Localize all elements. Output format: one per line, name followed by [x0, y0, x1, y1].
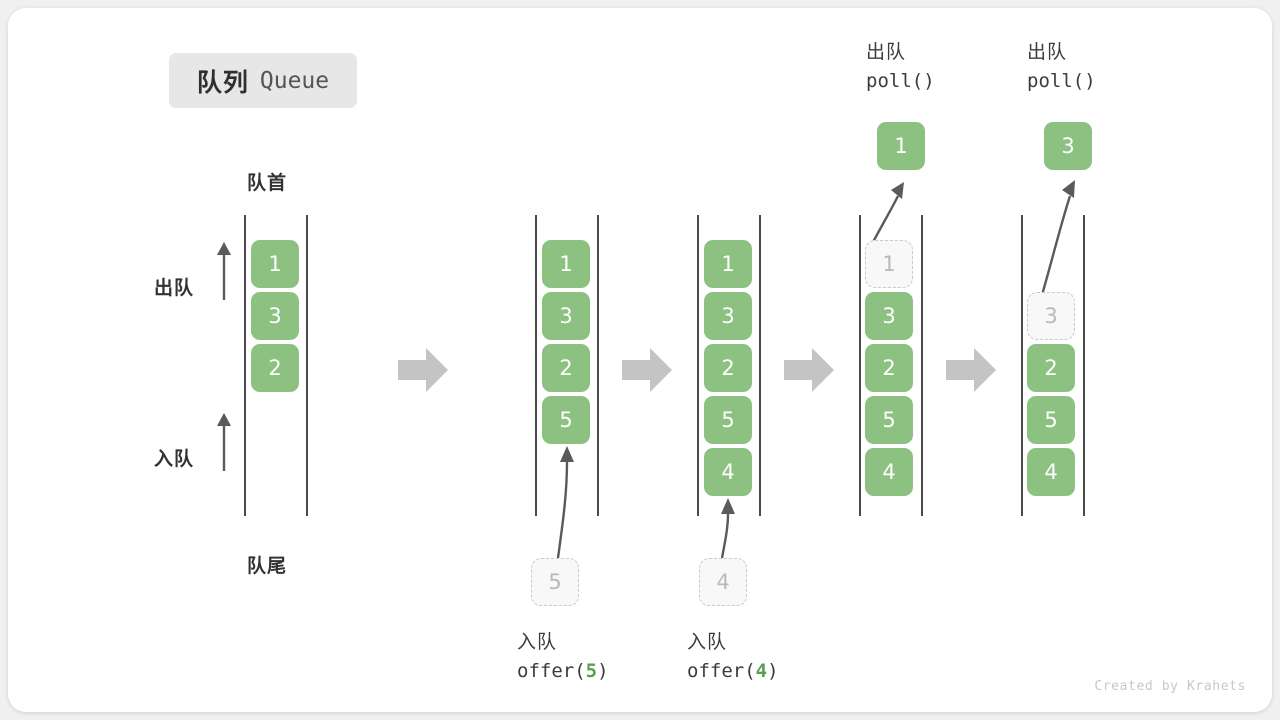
queue-cell: 1: [704, 240, 752, 288]
queue-cell: 5: [865, 396, 913, 444]
diagram-card: 队列 Queue 队首 队尾 出队 入队 1 3 2 1 3 2 5 5: [8, 8, 1272, 712]
queue-cell: 2: [542, 344, 590, 392]
queue-cell: 1: [865, 240, 913, 288]
poll2-caption-cn: 出队: [1027, 42, 1068, 63]
watermark-credit: Created by Krahets: [1094, 679, 1246, 694]
queue-cell: 2: [704, 344, 752, 392]
enqueue-curve-arrow-icon: [543, 440, 593, 560]
title-chinese: 队列: [196, 68, 249, 97]
offer4-caption-cn: 入队: [687, 632, 728, 653]
polled-cell: 3: [1044, 122, 1092, 170]
queue-cell: 2: [251, 344, 299, 392]
title-english: Queue: [259, 67, 330, 94]
polled-cell: 1: [877, 122, 925, 170]
queue-cell: 3: [542, 292, 590, 340]
offer5-caption-cn: 入队: [517, 632, 558, 653]
rail-left-col3: [697, 215, 699, 516]
offer4-caption: 入队 offer(4): [687, 628, 779, 687]
rail-left-col2: [535, 215, 537, 516]
offer4-caption-code: offer(4): [687, 660, 779, 683]
poll2-caption-code: poll(): [1027, 70, 1096, 93]
queue-cell: 2: [865, 344, 913, 392]
offer5-caption-code: offer(5): [517, 660, 609, 683]
incoming-ghost-cell: 4: [699, 558, 747, 606]
poll1-caption-code: poll(): [866, 70, 935, 93]
rail-right-col3: [759, 215, 761, 516]
dequeue-curve-arrow-icon: [860, 176, 916, 250]
rail-right-col1: [306, 215, 308, 516]
dequeue-curve-arrow-icon: [1020, 176, 1084, 304]
queue-rear-label: 队尾: [247, 556, 288, 577]
offer5-caption: 入队 offer(5): [517, 628, 609, 687]
incoming-ghost-cell: 5: [531, 558, 579, 606]
queue-cell: 3: [1027, 292, 1075, 340]
dequeue-up-arrow-icon: [214, 240, 234, 302]
rail-right-col2: [597, 215, 599, 516]
queue-cell: 5: [1027, 396, 1075, 444]
poll1-caption: 出队 poll(): [866, 38, 935, 97]
rail-left-col1: [244, 215, 246, 516]
enqueue-curve-arrow-icon: [708, 492, 752, 560]
queue-cell: 4: [1027, 448, 1075, 496]
queue-cell: 2: [1027, 344, 1075, 392]
enqueue-up-arrow-icon: [214, 411, 234, 473]
step-arrow-icon: [946, 346, 998, 394]
queue-front-label: 队首: [247, 173, 288, 194]
poll2-caption: 出队 poll(): [1027, 38, 1096, 97]
queue-cell: 5: [704, 396, 752, 444]
poll1-caption-cn: 出队: [866, 42, 907, 63]
queue-cell: 3: [251, 292, 299, 340]
queue-cell: 4: [704, 448, 752, 496]
queue-cell: 1: [251, 240, 299, 288]
rail-left-col5: [1021, 215, 1023, 516]
queue-cell: 3: [704, 292, 752, 340]
step-arrow-icon: [784, 346, 836, 394]
rail-right-col5: [1083, 215, 1085, 516]
rail-right-col4: [921, 215, 923, 516]
rail-left-col4: [859, 215, 861, 516]
diagram-title-chip: 队列 Queue: [169, 53, 357, 108]
dequeue-direction-label: 出队: [154, 278, 195, 299]
queue-cell: 3: [865, 292, 913, 340]
enqueue-direction-label: 入队: [154, 449, 195, 470]
queue-cell: 4: [865, 448, 913, 496]
queue-cell: 5: [542, 396, 590, 444]
queue-cell: 1: [542, 240, 590, 288]
diagram-stage: 队列 Queue 队首 队尾 出队 入队 1 3 2 1 3 2 5 5: [8, 8, 1272, 712]
step-arrow-icon: [398, 346, 450, 394]
step-arrow-icon: [622, 346, 674, 394]
